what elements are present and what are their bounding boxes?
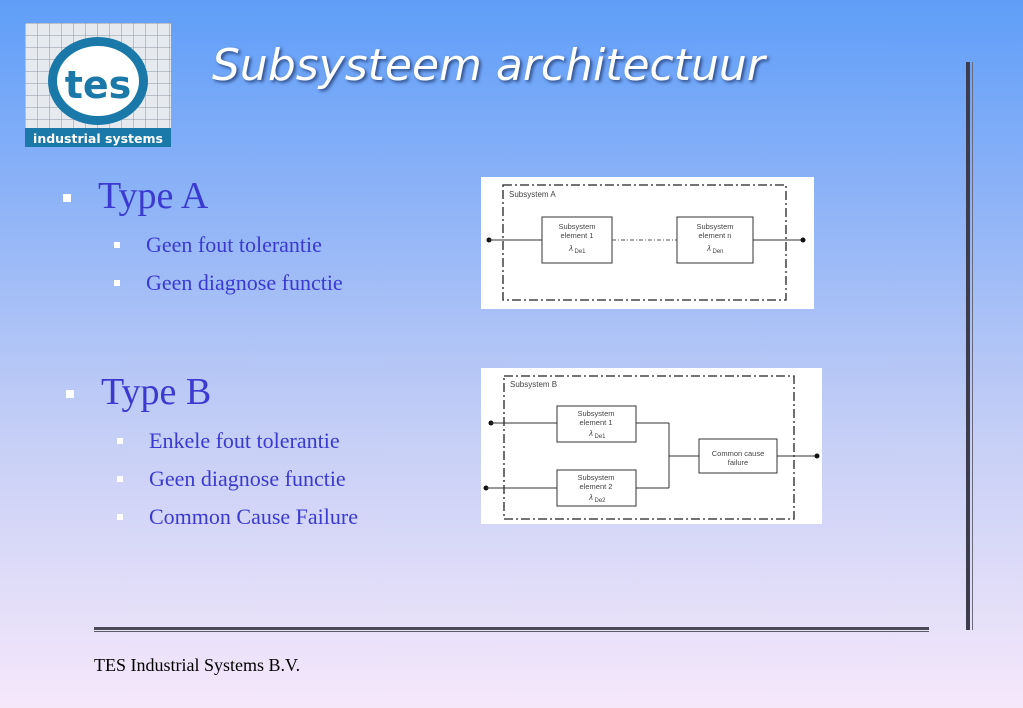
section-type-b-heading: Type B bbox=[66, 370, 358, 414]
subsystem-b-boundary bbox=[503, 375, 795, 520]
element-n-lambda: λ bbox=[706, 244, 711, 253]
ccf-line2: failure bbox=[728, 458, 748, 467]
list-item: Geen diagnose functie bbox=[114, 264, 343, 302]
section-type-a-heading-text: Type A bbox=[98, 175, 209, 217]
logo-text: tes bbox=[65, 63, 132, 107]
subsystem-b-label: Subsystem B bbox=[510, 380, 557, 389]
subsystem-element-2 bbox=[556, 469, 637, 507]
element-1-lambda: λ bbox=[568, 244, 573, 253]
element-1-line2: element 1 bbox=[580, 418, 613, 427]
element-2-line1: Subsystem bbox=[577, 473, 614, 482]
element-1-lambda-sub: De1 bbox=[574, 249, 586, 255]
element-2-line2: element 2 bbox=[580, 482, 613, 491]
element-n-lambda-sub: Den bbox=[712, 249, 723, 255]
output-terminal bbox=[814, 453, 820, 459]
horizontal-divider-thin bbox=[94, 631, 929, 632]
common-cause-failure-box bbox=[698, 438, 778, 474]
diagram-subsystem-a: Subsystem A Subsystem element 1 λ De1 Su… bbox=[481, 177, 814, 309]
element-1-line1: Subsystem bbox=[558, 222, 595, 231]
bullet-square bbox=[114, 242, 120, 248]
subsystem-a-label: Subsystem A bbox=[509, 190, 556, 199]
list-item: Geen diagnose functie bbox=[117, 460, 358, 498]
section-type-b-list: Enkele fout tolerantie Geen diagnose fun… bbox=[117, 422, 358, 536]
element-1-line2: element 1 bbox=[561, 231, 594, 240]
bullet-square bbox=[66, 390, 74, 398]
list-item: Enkele fout tolerantie bbox=[117, 422, 358, 460]
vertical-divider-thin bbox=[972, 62, 973, 630]
element-1-lambda: λ bbox=[588, 429, 593, 438]
element-n-line2: element n bbox=[699, 231, 732, 240]
ccf-line1: Common cause bbox=[712, 449, 765, 458]
footer-text: TES Industrial Systems B.V. bbox=[94, 655, 301, 675]
element-2-lambda-sub: De2 bbox=[594, 498, 606, 504]
element-1-line1: Subsystem bbox=[577, 409, 614, 418]
vertical-divider bbox=[966, 62, 970, 630]
subsystem-element-1 bbox=[541, 216, 613, 264]
output-terminal bbox=[800, 237, 806, 243]
list-item-text: Enkele fout tolerantie bbox=[149, 428, 340, 453]
section-type-a-heading: Type A bbox=[63, 174, 343, 218]
bullet-square bbox=[114, 280, 120, 286]
bullet-square bbox=[117, 476, 123, 482]
list-item: Common Cause Failure bbox=[117, 498, 358, 536]
section-type-a: Type A Geen fout tolerantie Geen diagnos… bbox=[63, 174, 343, 302]
section-type-b: Type B Enkele fout tolerantie Geen diagn… bbox=[66, 370, 358, 536]
list-item-text: Geen diagnose functie bbox=[149, 466, 346, 491]
bullet-square bbox=[117, 514, 123, 520]
page-title: Subsysteem architectuur bbox=[212, 40, 765, 91]
list-item-text: Common Cause Failure bbox=[149, 504, 358, 529]
bullet-square bbox=[117, 438, 123, 444]
horizontal-divider bbox=[94, 627, 929, 630]
diagram-subsystem-b: Subsystem B Subsystem element 1 λ De1 Su… bbox=[481, 368, 822, 524]
element-1-lambda-sub: De1 bbox=[594, 434, 606, 440]
tes-logo-graphic: tes industrial systems bbox=[25, 23, 171, 147]
element-2-lambda: λ bbox=[588, 493, 593, 502]
section-type-a-list: Geen fout tolerantie Geen diagnose funct… bbox=[114, 226, 343, 302]
logo-tagline: industrial systems bbox=[33, 131, 163, 146]
subsystem-a-boundary bbox=[502, 184, 787, 301]
list-item-text: Geen fout tolerantie bbox=[146, 232, 322, 257]
subsystem-element-1 bbox=[556, 405, 637, 443]
section-type-b-heading-text: Type B bbox=[101, 371, 212, 413]
list-item-text: Geen diagnose functie bbox=[146, 270, 343, 295]
element-n-line1: Subsystem bbox=[696, 222, 733, 231]
tes-logo: tes industrial systems bbox=[25, 23, 171, 147]
list-item: Geen fout tolerantie bbox=[114, 226, 343, 264]
subsystem-element-n bbox=[676, 216, 754, 264]
bullet-square bbox=[63, 194, 71, 202]
